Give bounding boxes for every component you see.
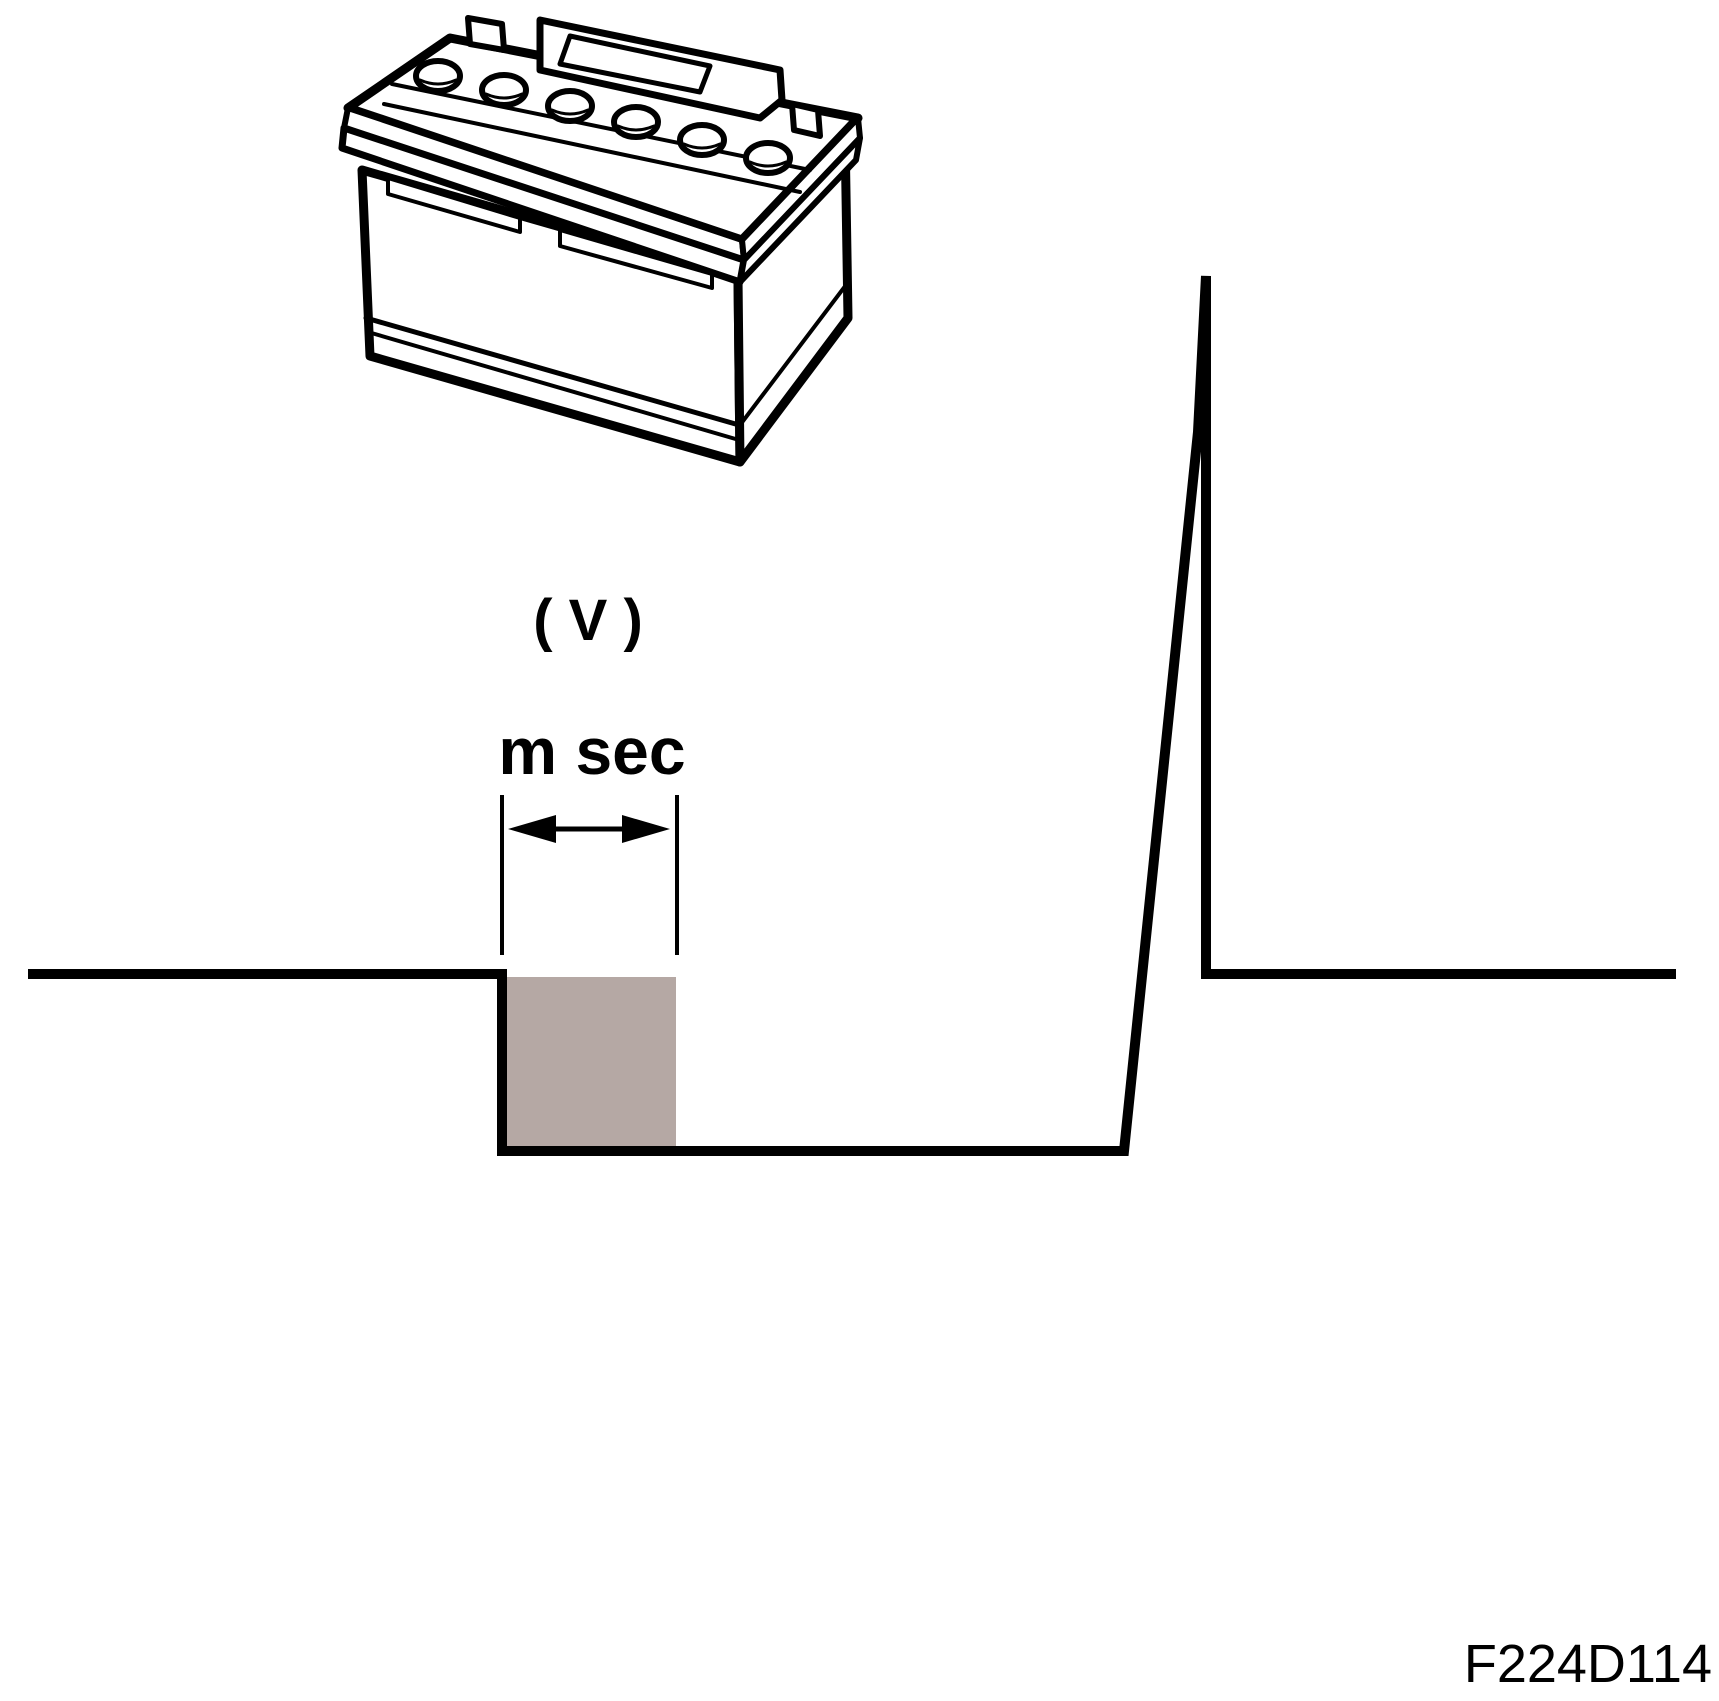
- interval-dimension-arrow: [508, 815, 670, 843]
- time-unit-label: m sec: [498, 714, 685, 788]
- shaded-pulse-interval: [506, 977, 676, 1149]
- voltage-unit-label: ( V ): [533, 588, 643, 653]
- voltage-waveform-line: [28, 275, 1676, 1156]
- figure-code-label: F224D114: [1464, 1634, 1712, 1694]
- car-battery-icon: [338, 15, 863, 467]
